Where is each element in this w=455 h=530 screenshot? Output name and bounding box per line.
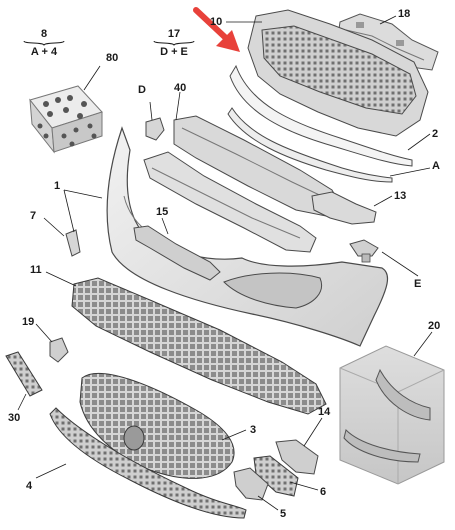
- callout-18: 18: [398, 8, 411, 20]
- cover-5: [233, 467, 269, 501]
- side-grid-30: [5, 351, 43, 397]
- side-cover-7: [65, 229, 81, 257]
- callout-15: 15: [156, 206, 169, 218]
- trim-strip-a: [227, 107, 393, 183]
- callout-6: 6: [320, 486, 327, 498]
- impact-crossmember: [143, 151, 317, 253]
- side-bracket: [311, 191, 377, 225]
- callout-3: 3: [250, 424, 257, 436]
- callout-5: 5: [280, 508, 287, 520]
- kit-8-number: 8: [40, 28, 48, 40]
- callout-e: E: [414, 278, 422, 290]
- callout-7: 7: [30, 210, 37, 222]
- callout-19: 19: [22, 316, 35, 328]
- kit-8-contents: A + 4: [30, 46, 58, 58]
- callout-14: 14: [318, 406, 331, 418]
- callout-13: 13: [394, 190, 407, 202]
- trim-set-box-20: [339, 345, 445, 485]
- upper-grille-frame: [247, 9, 429, 137]
- clip-e: [349, 239, 379, 263]
- callout-4: 4: [26, 480, 33, 492]
- callout-20: 20: [428, 320, 441, 332]
- callout-30: 30: [8, 412, 21, 424]
- kit-17-label: 17 D + E: [152, 28, 196, 58]
- callout-1: 1: [54, 180, 61, 192]
- brace-icon: [23, 40, 65, 46]
- highlight-arrow: [193, 7, 240, 52]
- bracket-d: [145, 117, 165, 141]
- fog-trim-14: [275, 439, 319, 475]
- callout-a: A: [432, 160, 440, 172]
- kit-17-contents: D + E: [160, 46, 188, 58]
- callout-80: 80: [106, 52, 119, 64]
- callout-40: 40: [174, 82, 187, 94]
- main-grille-3: [79, 372, 235, 479]
- callout-2: 2: [432, 128, 439, 140]
- grille-frame-4: [49, 407, 247, 519]
- kit-17-number: 17: [167, 28, 181, 40]
- callout-d: D: [138, 84, 146, 96]
- underbody-grid-11: [71, 277, 327, 415]
- kit-8-label: 8 A + 4: [22, 28, 66, 58]
- leader-lines: [17, 15, 433, 511]
- brace-icon: [153, 40, 195, 46]
- lower-insert-15: [133, 225, 221, 281]
- chrome-strip: [229, 64, 413, 167]
- fastener-kit-box: [29, 85, 103, 154]
- clip-19: [49, 337, 69, 363]
- callout-10: 10: [210, 16, 223, 28]
- callout-11: 11: [30, 264, 42, 276]
